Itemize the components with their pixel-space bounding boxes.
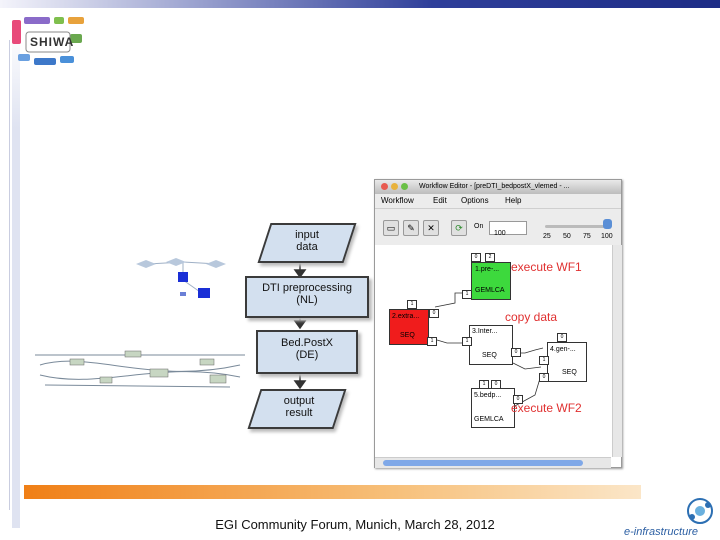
node-4-name: 4.gen-... <box>550 346 576 353</box>
node-4-port-in[interactable]: 1 <box>539 356 549 365</box>
node-1-type: GEMLCA <box>475 287 505 294</box>
zoom-field-value: 100 <box>494 230 506 237</box>
footer-text: EGI Community Forum, Munich, March 28, 2… <box>215 517 495 532</box>
delete-tool-icon[interactable]: ✕ <box>423 220 439 236</box>
annotation-copy-data: copy data <box>505 310 558 324</box>
e-infrastructure-text: e-infrastructure <box>624 526 698 538</box>
bedpostx-block <box>256 330 358 374</box>
menu-help[interactable]: Help <box>505 196 522 205</box>
close-window-icon[interactable] <box>381 183 388 190</box>
shiwa-logo: SHIWA <box>10 14 86 72</box>
zoom-slider-track[interactable] <box>545 225 611 228</box>
node-3-inter[interactable]: 3.Inter... SEQ <box>469 325 513 365</box>
node-5-port-out[interactable]: 0 <box>513 395 523 404</box>
node-3-name: 3.Inter... <box>472 328 498 335</box>
node-2-name: 2.extra... <box>392 313 420 320</box>
dti-preprocessing-block <box>245 276 369 318</box>
bedpostx-label: Bed.PostX (DE) <box>281 337 333 361</box>
node-2-extra[interactable]: 2.extra... SEQ <box>389 309 429 345</box>
node-5-port-in2[interactable]: 0 <box>491 380 501 389</box>
on-toggle-label[interactable]: On <box>474 223 484 230</box>
vertical-scrollbar[interactable] <box>612 245 622 457</box>
node-2-type: SEQ <box>400 332 415 339</box>
node-3-type: SEQ <box>482 352 497 359</box>
e-infrastructure-logo: e-infrastructure <box>624 497 720 540</box>
window-title-bar: Workflow Editor - [preDTI_bedpostX_vleme… <box>375 180 621 194</box>
node-2-port-in[interactable]: 1 <box>407 300 417 309</box>
node-4-port-in2[interactable]: 0 <box>539 373 549 382</box>
minimize-window-icon[interactable] <box>391 183 398 190</box>
workflow-editor-window: Workflow Editor - [preDTI_bedpostX_vleme… <box>374 179 622 468</box>
input-data-label: input data <box>295 229 319 253</box>
node-1-name: 1.pre-... <box>475 266 500 273</box>
top-gradient-band <box>0 0 720 8</box>
toolbar: ▭ ✎ ✕ ⟳ On 100 25 50 75 100 <box>375 209 621 245</box>
slider-tick-75: 75 <box>583 233 591 240</box>
slider-tick-50: 50 <box>563 233 571 240</box>
menu-options[interactable]: Options <box>461 196 489 205</box>
left-divider-line <box>9 40 10 510</box>
node-3-port-in[interactable]: 1 <box>462 337 472 346</box>
horizontal-scrollbar[interactable] <box>375 457 611 468</box>
zoom-window-icon[interactable] <box>401 183 408 190</box>
zoom-field[interactable]: 100 <box>489 221 527 237</box>
dti-preprocessing-label: DTI preprocessing (NL) <box>262 282 352 306</box>
node-5-name: 5.bedp... <box>474 392 502 399</box>
refresh-icon[interactable]: ⟳ <box>451 220 467 236</box>
node-5-port-in[interactable]: 1 <box>479 380 489 389</box>
shiwa-logo-text: SHIWA <box>30 35 75 49</box>
mini-workflow-lower <box>30 345 252 400</box>
left-side-bar <box>12 28 20 528</box>
annotation-execute-wf2: execute WF2 <box>511 401 582 415</box>
annotation-execute-wf1: execute WF1 <box>511 260 582 274</box>
new-node-icon[interactable]: ▭ <box>383 220 399 236</box>
workflow-canvas[interactable]: 1.pre-... GEMLCA 0 2 1 2.extra... SEQ 1 … <box>375 245 611 457</box>
menu-bar: Workflow Edit Options Help <box>375 194 621 209</box>
zoom-slider-handle[interactable] <box>603 219 612 229</box>
slider-tick-100: 100 <box>601 233 613 240</box>
node-1-port-out[interactable]: 1 <box>462 290 472 299</box>
node-4-gen[interactable]: 4.gen-... SEQ <box>547 342 587 382</box>
node-1-port-in2[interactable]: 2 <box>485 253 495 262</box>
horizontal-scroll-thumb[interactable] <box>383 460 583 466</box>
slider-tick-25: 25 <box>543 233 551 240</box>
edit-tool-icon[interactable]: ✎ <box>403 220 419 236</box>
footer-orange-band <box>24 485 641 499</box>
mini-workflow-upper <box>128 252 238 307</box>
node-3-port-out[interactable]: 0 <box>511 348 521 357</box>
node-2-port-out2[interactable]: 1 <box>427 337 437 346</box>
node-2-port-out[interactable]: 0 <box>429 309 439 318</box>
node-5-bedp[interactable]: 5.bedp... GEMLCA <box>471 388 515 428</box>
node-5-type: GEMLCA <box>474 416 504 423</box>
node-4-type: SEQ <box>562 369 577 376</box>
node-1-pre[interactable]: 1.pre-... GEMLCA <box>471 262 511 300</box>
window-title: Workflow Editor - [preDTI_bedpostX_vleme… <box>419 183 570 190</box>
menu-workflow[interactable]: Workflow <box>381 196 414 205</box>
menu-edit[interactable]: Edit <box>433 196 447 205</box>
output-result-label: output result <box>283 395 315 419</box>
node-4-port-top[interactable]: 0 <box>557 333 567 342</box>
node-1-port-in[interactable]: 0 <box>471 253 481 262</box>
